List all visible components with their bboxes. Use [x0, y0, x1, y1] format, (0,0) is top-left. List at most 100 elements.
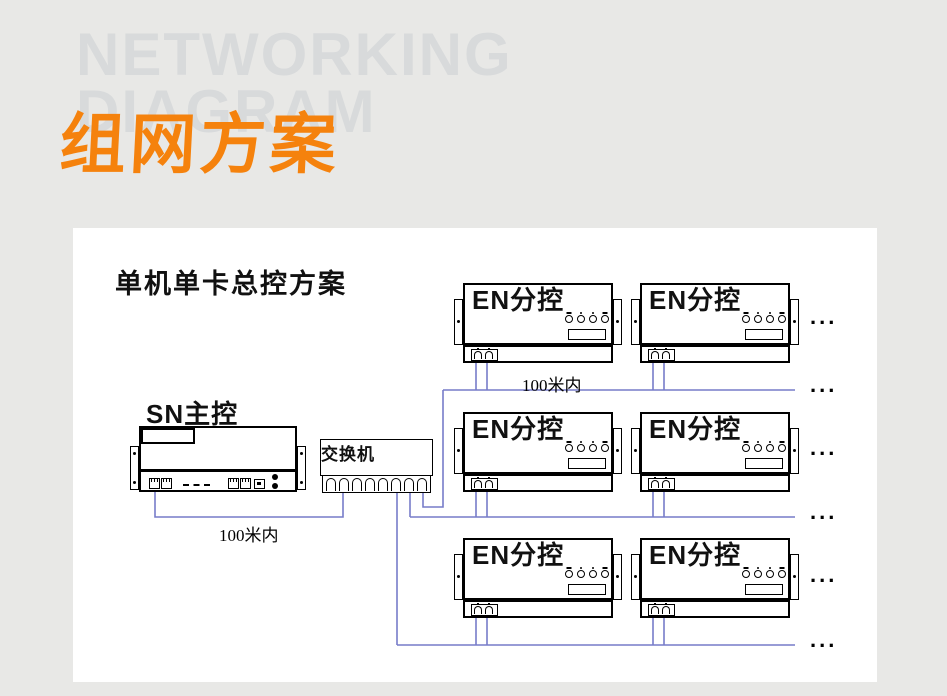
usb-port-icon	[254, 479, 265, 489]
ethernet-port-icon	[326, 478, 336, 491]
device-body: EN分控	[463, 412, 613, 474]
ethernet-port-icon	[404, 478, 414, 491]
device-label: EN分控	[649, 285, 742, 315]
ethernet-port-icon	[378, 478, 388, 491]
mounting-ear-icon	[613, 428, 622, 474]
device-label: EN分控	[472, 285, 565, 315]
indicator-led-icon	[565, 315, 573, 323]
device-body: EN分控	[463, 538, 613, 600]
ellipsis-row1-device: ...	[810, 304, 838, 329]
indicator-led-icon	[565, 444, 573, 452]
mounting-ear-icon	[790, 554, 799, 600]
indicator-led-icon	[778, 315, 786, 323]
indicator-led-icon	[601, 315, 609, 323]
indicator-led-icon	[577, 315, 585, 323]
device-label: EN分控	[472, 540, 565, 570]
en-controller-2: EN分控	[631, 283, 799, 363]
ethernet-switch: 交换机	[320, 439, 433, 493]
rj45-port-icon	[149, 478, 160, 489]
indicator-led-icon	[766, 444, 774, 452]
device-port-strip	[463, 599, 613, 618]
device-port-strip	[640, 599, 790, 618]
device-body: EN分控	[640, 283, 790, 345]
mounting-ear-icon	[130, 446, 139, 490]
indicator-led-icon	[577, 570, 585, 578]
device-port-strip	[463, 473, 613, 492]
indicator-led-icon	[742, 315, 750, 323]
mounting-ear-icon	[631, 299, 640, 345]
indicator-led-icon	[742, 570, 750, 578]
device-label: EN分控	[649, 414, 742, 444]
device-label: EN分控	[472, 414, 565, 444]
watermark-line-1: NETWORKING	[76, 21, 513, 88]
sn-master-label: SN主控	[146, 399, 239, 429]
device-port-strip	[463, 344, 613, 363]
indicator-led-icon	[577, 444, 585, 452]
mounting-ear-icon	[613, 299, 622, 345]
ethernet-ports-icon	[471, 477, 498, 490]
device-display	[745, 584, 783, 595]
device-display	[141, 428, 195, 444]
indicator-led-icon	[589, 444, 597, 452]
mounting-ear-icon	[454, 554, 463, 600]
button-icon	[272, 483, 278, 489]
indicator-led-icon	[754, 444, 762, 452]
rj45-port-icon	[161, 478, 172, 489]
watermark-line-2: DIAGRAM	[76, 78, 377, 145]
device-body: EN分控	[640, 412, 790, 474]
device-label: EN分控	[649, 540, 742, 570]
watermark-text: NETWORKING DIAGRAM	[76, 21, 513, 145]
distance-label-row1: 100米内	[522, 376, 582, 395]
mounting-ear-icon	[454, 428, 463, 474]
ellipsis-row1-bus: ...	[810, 372, 838, 397]
indicator-led-icon	[742, 444, 750, 452]
indicator-led-icon	[778, 444, 786, 452]
device-display	[745, 329, 783, 340]
mounting-ear-icon	[631, 554, 640, 600]
ethernet-ports-icon	[648, 348, 675, 361]
ellipsis-row3-device: ...	[810, 562, 838, 587]
ellipsis-row3-bus: ...	[810, 627, 838, 652]
indicator-led-icon	[754, 315, 762, 323]
mounting-ear-icon	[631, 428, 640, 474]
device-body: EN分控	[640, 538, 790, 600]
indicator-led-icon	[565, 570, 573, 578]
switch-label: 交换机	[321, 445, 375, 464]
indicator-led-icon	[589, 570, 597, 578]
en-controller-6: EN分控	[631, 538, 799, 618]
ethernet-port-icon	[365, 478, 375, 491]
indicator-led-icon	[601, 444, 609, 452]
ethernet-port-icon	[417, 478, 427, 491]
indicator-led-icon	[778, 570, 786, 578]
device-body	[139, 426, 297, 471]
device-body: 交换机	[320, 439, 433, 476]
mounting-ear-icon	[790, 299, 799, 345]
indicator-led-icon	[601, 570, 609, 578]
device-display	[568, 329, 606, 340]
en-controller-5: EN分控	[454, 538, 622, 618]
device-display	[745, 458, 783, 469]
mounting-ear-icon	[790, 428, 799, 474]
indicator-led-icon	[754, 570, 762, 578]
rj45-port-icon	[228, 478, 239, 489]
ethernet-ports-icon	[471, 348, 498, 361]
distance-label-sn: 100米内	[219, 526, 279, 545]
ethernet-ports-icon	[648, 477, 675, 490]
ethernet-port-icon	[391, 478, 401, 491]
ethernet-port-icon	[352, 478, 362, 491]
ethernet-ports-icon	[648, 603, 675, 616]
indicator-led-icon	[589, 315, 597, 323]
dip-switch-icon	[183, 484, 210, 486]
ellipsis-row2-bus: ...	[810, 499, 838, 524]
en-controller-3: EN分控	[454, 412, 622, 492]
device-port-strip	[139, 470, 297, 492]
ellipsis-row2-device: ...	[810, 435, 838, 460]
indicator-led-icon	[766, 315, 774, 323]
mounting-ear-icon	[454, 299, 463, 345]
mounting-ear-icon	[613, 554, 622, 600]
device-port-strip	[640, 473, 790, 492]
device-port-strip	[640, 344, 790, 363]
device-body: EN分控	[463, 283, 613, 345]
en-controller-4: EN分控	[631, 412, 799, 492]
mounting-ear-icon	[297, 446, 306, 490]
